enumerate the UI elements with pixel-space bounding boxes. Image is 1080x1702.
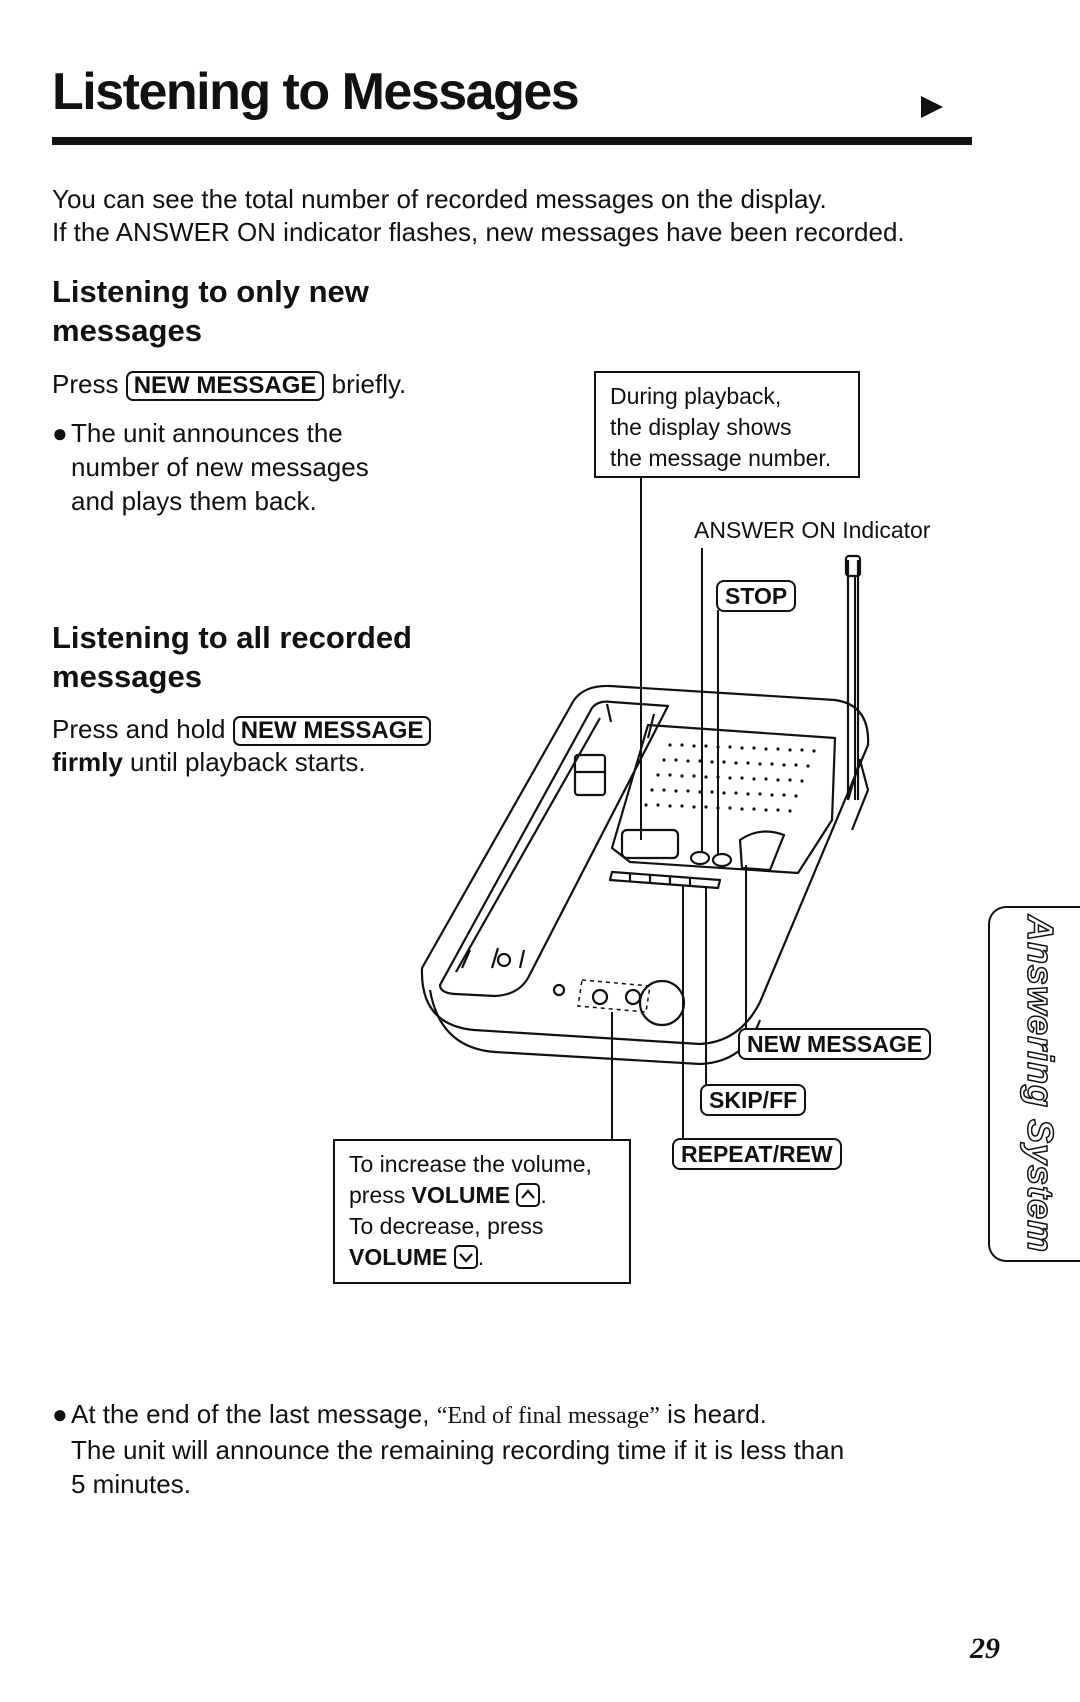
side-tab-label: Answering System	[1019, 914, 1062, 1254]
note-prefix: At the end of the last message,	[71, 1399, 430, 1429]
handset-cradle	[438, 700, 670, 998]
display-callout-line-2: the display shows	[610, 414, 792, 440]
skip-ff-key-label: SKIP/FF	[700, 1084, 807, 1116]
bullet-line-2: number of new messages	[71, 452, 369, 482]
note-line-3: 5 minutes.	[71, 1469, 191, 1499]
base-unit-outline	[420, 684, 870, 1046]
bullet-line-3: and plays them back.	[71, 486, 317, 516]
volume-line-3: To decrease, press	[349, 1213, 544, 1239]
bullet-line-1: The unit announces the	[71, 418, 343, 448]
briefly-text: briefly.	[331, 369, 407, 399]
volume-down-icon	[453, 1245, 478, 1269]
display-callout: During playback, the display shows the m…	[594, 371, 860, 478]
new-message-key: NEW MESSAGE	[125, 371, 325, 401]
display-callout-line-3: the message number.	[610, 445, 832, 471]
continue-arrow-icon	[921, 96, 943, 118]
volume-press-text: press	[349, 1182, 406, 1208]
instruction-new-messages: Press NEW MESSAGE briefly.	[52, 368, 406, 401]
antenna	[846, 560, 860, 800]
note-quote: “End of final message”	[436, 1403, 660, 1429]
section-heading-new-messages: Listening to only new messages	[52, 272, 369, 350]
page-number: 29	[970, 1632, 1000, 1665]
bullet-dot-icon: ●	[52, 1399, 68, 1429]
heading-all-line-2: messages	[52, 659, 202, 694]
volume-callout: To increase the volume, press VOLUME . T…	[333, 1139, 631, 1284]
answer-on-indicator-label: ANSWER ON Indicator	[694, 517, 931, 543]
note-suffix: is heard.	[667, 1399, 767, 1429]
firmly-text: firmly	[52, 747, 123, 777]
page-title: Listening to Messages	[52, 63, 580, 121]
repeat-rew-key-label: REPEAT/REW	[672, 1138, 842, 1170]
new-message-key: NEW MESSAGE	[232, 716, 432, 746]
intro-line-1: You can see the total number of recorded…	[52, 184, 827, 214]
note-line-2: The unit will announce the remaining rec…	[71, 1435, 845, 1465]
section-heading-all-messages: Listening to all recorded messages	[52, 618, 412, 696]
stop-key: STOP	[716, 580, 797, 612]
volume-line-1: To increase the volume,	[349, 1151, 592, 1177]
speaker-grille	[644, 743, 816, 813]
press-text: Press	[52, 369, 119, 399]
heading-new-line-1: Listening to only new	[52, 274, 369, 309]
volume-bold-2: VOLUME	[349, 1244, 448, 1270]
intro-line-2: If the ANSWER ON indicator flashes, new …	[52, 217, 905, 247]
bullet-announces: ●The unit announces the number of new me…	[52, 416, 369, 518]
instruction-all-messages: Press and hold NEW MESSAGE firmly until …	[52, 713, 432, 779]
lcd-display	[620, 828, 680, 860]
new-message-key-label: NEW MESSAGE	[738, 1028, 932, 1060]
until-text: until playback starts.	[130, 747, 366, 777]
bullet-dot-icon: ●	[52, 418, 68, 448]
title-rule	[52, 137, 972, 145]
volume-bold-1: VOLUME	[411, 1182, 511, 1208]
press-hold-text: Press and hold	[52, 714, 226, 744]
control-panel	[610, 723, 837, 875]
display-callout-line-1: During playback,	[610, 383, 782, 409]
section-side-tab: Answering System	[988, 906, 1080, 1262]
volume-up-icon	[516, 1183, 541, 1207]
heading-new-line-2: messages	[52, 313, 202, 348]
heading-all-line-1: Listening to all recorded	[52, 620, 412, 655]
intro-text: You can see the total number of recorded…	[52, 183, 905, 249]
end-of-message-note: ●At the end of the last message, “End of…	[52, 1397, 844, 1501]
